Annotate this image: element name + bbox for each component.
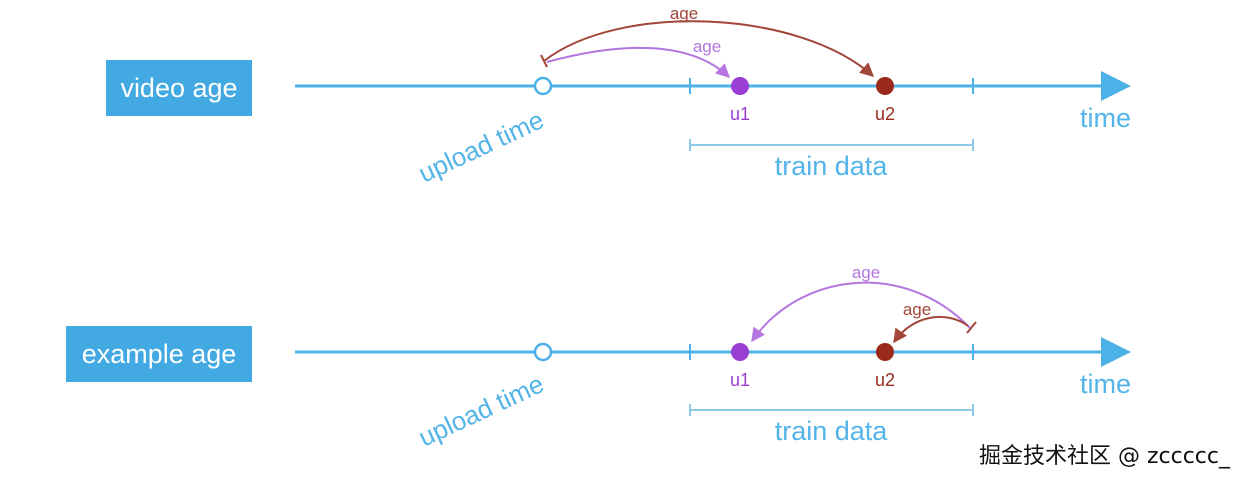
u1-label: u1: [730, 104, 750, 124]
upload-time-point: [533, 76, 553, 96]
panel-video-age: age age u1 u2 time upload time train dat…: [295, 4, 1131, 188]
u2-label: u2: [875, 104, 895, 124]
upload-time-label: upload time: [414, 368, 549, 452]
u2-point: [876, 77, 894, 95]
u2-point: [876, 343, 894, 361]
upload-time-label: upload time: [414, 104, 549, 188]
time-label: time: [1080, 369, 1131, 399]
video-age-label: video age: [106, 60, 252, 116]
u1-label: u1: [730, 370, 750, 390]
u1-point: [731, 77, 749, 95]
age-arrow-to-u2: [543, 20, 875, 77]
train-data-label: train data: [775, 151, 889, 181]
train-data-label: train data: [775, 416, 889, 446]
age-label-u1: age: [693, 37, 721, 56]
example-age-label: example age: [66, 326, 252, 382]
age-arrow-start-cap: [966, 321, 977, 334]
u2-label: u2: [875, 370, 895, 390]
panel-example-age: age age u1 u2 time upload time train dat…: [295, 263, 1131, 452]
watermark: 掘金技术社区 @ zccccc_: [978, 444, 1230, 469]
time-label: time: [1080, 103, 1131, 133]
age-arrow-to-u2: [893, 315, 969, 344]
u1-point: [731, 343, 749, 361]
age-label-u1: age: [852, 263, 880, 282]
age-label-u2: age: [903, 300, 931, 319]
age-arrow-to-u1: [751, 281, 971, 343]
age-arrow-to-u1: [546, 46, 731, 78]
age-label-u2: age: [670, 4, 698, 23]
upload-time-point: [533, 342, 553, 362]
